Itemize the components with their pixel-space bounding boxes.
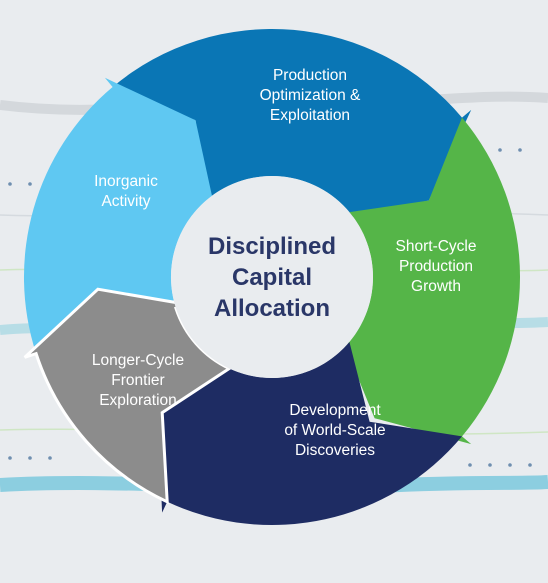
segment-label-line: of World-Scale (284, 422, 385, 439)
segments-layer (23, 28, 521, 526)
segment-label-line: Frontier (111, 372, 164, 389)
segment-arrow-inorganic (23, 77, 215, 354)
segment-arrow-development (157, 341, 462, 526)
segment-label-line: Activity (101, 193, 150, 210)
center-title-line: Disciplined (208, 233, 336, 260)
segment-arrow-production (112, 28, 472, 220)
segment-label-line: Production (399, 258, 473, 275)
segment-label-line: Optimization & (260, 87, 361, 104)
segment-label-line: Production (273, 67, 347, 84)
segment-label-line: Inorganic (94, 173, 158, 190)
segment-label-line: Exploitation (270, 107, 350, 124)
segment-label-line: Longer-Cycle (92, 352, 184, 369)
segment-label-line: Discoveries (295, 442, 375, 459)
segment-label-line: Growth (411, 278, 461, 295)
center-hole (171, 176, 373, 378)
segment-label-line: Short-Cycle (396, 238, 477, 255)
segment-arrow-short-cycle (340, 117, 521, 445)
center-title-line: Allocation (214, 295, 330, 322)
center-title-line: Capital (232, 264, 312, 291)
segment-label-line: Exploration (99, 392, 177, 409)
segment-label-line: Development (289, 402, 381, 419)
